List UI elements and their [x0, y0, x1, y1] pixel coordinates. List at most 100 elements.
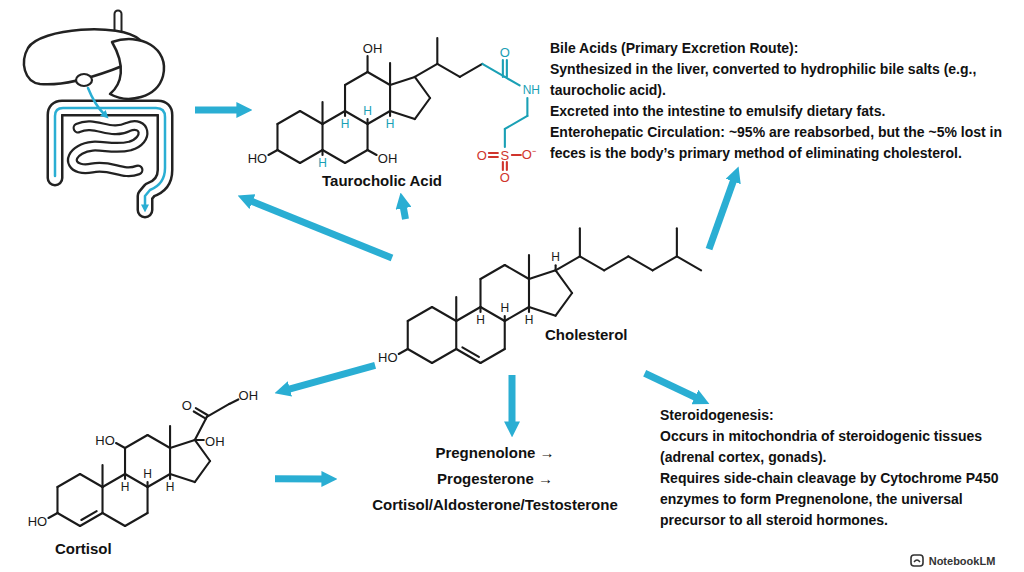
chemical-bond	[399, 349, 408, 354]
note-text: Occurs in mitochondria of steroidogenic …	[660, 426, 1005, 468]
chemical-bond	[480, 349, 504, 363]
large-intestine	[55, 108, 165, 210]
molecule-name: Taurocholic Acid	[322, 172, 442, 189]
atom-label: OH	[378, 152, 398, 165]
note-block: Bile Acids (Primary Excretion Route):Syn…	[550, 38, 1012, 164]
chemical-bond	[276, 124, 278, 150]
chemical-bond	[389, 85, 391, 111]
chemical-bond	[321, 124, 323, 150]
chemical-bond	[677, 256, 701, 270]
chemical-bond	[579, 228, 581, 256]
flow-arrow	[275, 475, 323, 482]
atom-label: NH	[523, 84, 540, 96]
flow-arrow	[251, 201, 392, 258]
chemical-bond	[415, 98, 430, 119]
chemical-bond	[57, 513, 80, 526]
chemical-bond	[81, 511, 96, 520]
atom-label: H	[143, 468, 152, 480]
molecule-name: Cortisol	[55, 540, 112, 557]
molecule-figure: Cortisol	[15, 385, 272, 562]
atom-label: HO	[28, 515, 48, 528]
molecule-name: Cholesterol	[545, 326, 628, 343]
small-intestine-inner	[72, 126, 143, 172]
chemical-bond	[502, 162, 504, 170]
molecule-figure: Taurocholic Acid	[245, 8, 545, 190]
atom-label: OH	[205, 434, 225, 447]
atom-label: OH	[239, 388, 259, 401]
note-text: Synthesized in the liver, converted to h…	[550, 59, 1012, 101]
chemical-bond	[277, 150, 300, 163]
chemical-bond	[556, 270, 572, 293]
chemical-bond	[366, 56, 368, 72]
chemical-bond	[268, 150, 277, 155]
gallbladder	[76, 74, 92, 86]
chemical-bond	[502, 60, 504, 77]
pathway-chain: Pregnenolone →Progesterone →Cortisol/Ald…	[340, 440, 650, 518]
chemical-bond	[146, 482, 148, 487]
chemical-bond	[148, 435, 171, 448]
note-text: Excreted into the intestine to emulsify …	[550, 101, 1012, 122]
note-text: Cortisol/Aldosterone/Testosterone	[340, 492, 650, 518]
chemical-bond	[506, 60, 508, 77]
large-intestine-inner	[55, 108, 165, 210]
atom-label: O	[182, 398, 192, 411]
chemical-bond	[460, 64, 483, 77]
chemical-bond	[48, 513, 57, 518]
chemical-bond	[170, 440, 195, 448]
chemical-bond	[432, 307, 456, 321]
atom-label: HO	[248, 152, 268, 165]
chemical-bond	[628, 256, 652, 270]
atom-label: H	[525, 314, 534, 326]
flow-arrow	[403, 207, 405, 219]
chemical-bond	[169, 448, 171, 474]
flow-arrow	[645, 373, 697, 397]
atom-label: H	[476, 314, 485, 326]
small-intestine	[72, 126, 143, 172]
chemical-bond	[504, 129, 506, 147]
note-text: Pregnenolone →	[340, 440, 650, 466]
chemical-bond	[124, 448, 126, 474]
chemical-bond	[529, 270, 556, 279]
chemical-bond	[489, 156, 498, 158]
note-text: Progesterone →	[340, 466, 650, 492]
chemical-bond	[462, 347, 478, 357]
stomach	[110, 39, 164, 99]
chemical-bond	[528, 255, 530, 279]
chemical-bond	[505, 265, 529, 279]
chemical-bond	[512, 154, 521, 156]
chemical-bond	[57, 474, 80, 487]
chemical-bond	[101, 487, 103, 513]
chemical-bond	[480, 265, 504, 279]
flow-arrow	[709, 180, 734, 249]
atom-label: H	[318, 157, 327, 169]
atom-label: H	[551, 251, 560, 263]
chemical-bond	[321, 102, 323, 124]
chemical-bond	[345, 150, 368, 163]
chemical-bond	[505, 77, 520, 86]
chemical-bond	[344, 85, 346, 111]
chemical-bond	[504, 321, 506, 349]
chemical-bond	[195, 439, 204, 441]
note-text: Enterohepatic Circulation: ~95% are reab…	[550, 122, 1012, 164]
chemical-bond	[482, 64, 505, 77]
chemical-bond	[415, 77, 430, 98]
chemical-bond	[436, 38, 438, 64]
chemical-bond	[116, 443, 125, 448]
chemical-bond	[526, 98, 528, 116]
chemical-bond	[368, 72, 391, 85]
chemical-bond	[321, 150, 323, 155]
molecule-figure: Cholesterol	[378, 222, 708, 372]
chemical-bond	[389, 63, 391, 85]
flow-arrow	[508, 375, 515, 423]
chemical-bond	[408, 349, 432, 363]
atom-label: S	[501, 148, 510, 161]
atom-label: HO	[378, 351, 398, 364]
chemical-bond	[676, 228, 678, 256]
chemical-bond	[389, 111, 391, 116]
chemical-bond	[103, 513, 126, 526]
chemical-bond	[556, 293, 572, 316]
note-block: Steroidogenesis:Occurs in mitochondria o…	[660, 405, 1005, 531]
atom-label: O	[477, 148, 487, 161]
chemical-bond	[580, 256, 604, 270]
